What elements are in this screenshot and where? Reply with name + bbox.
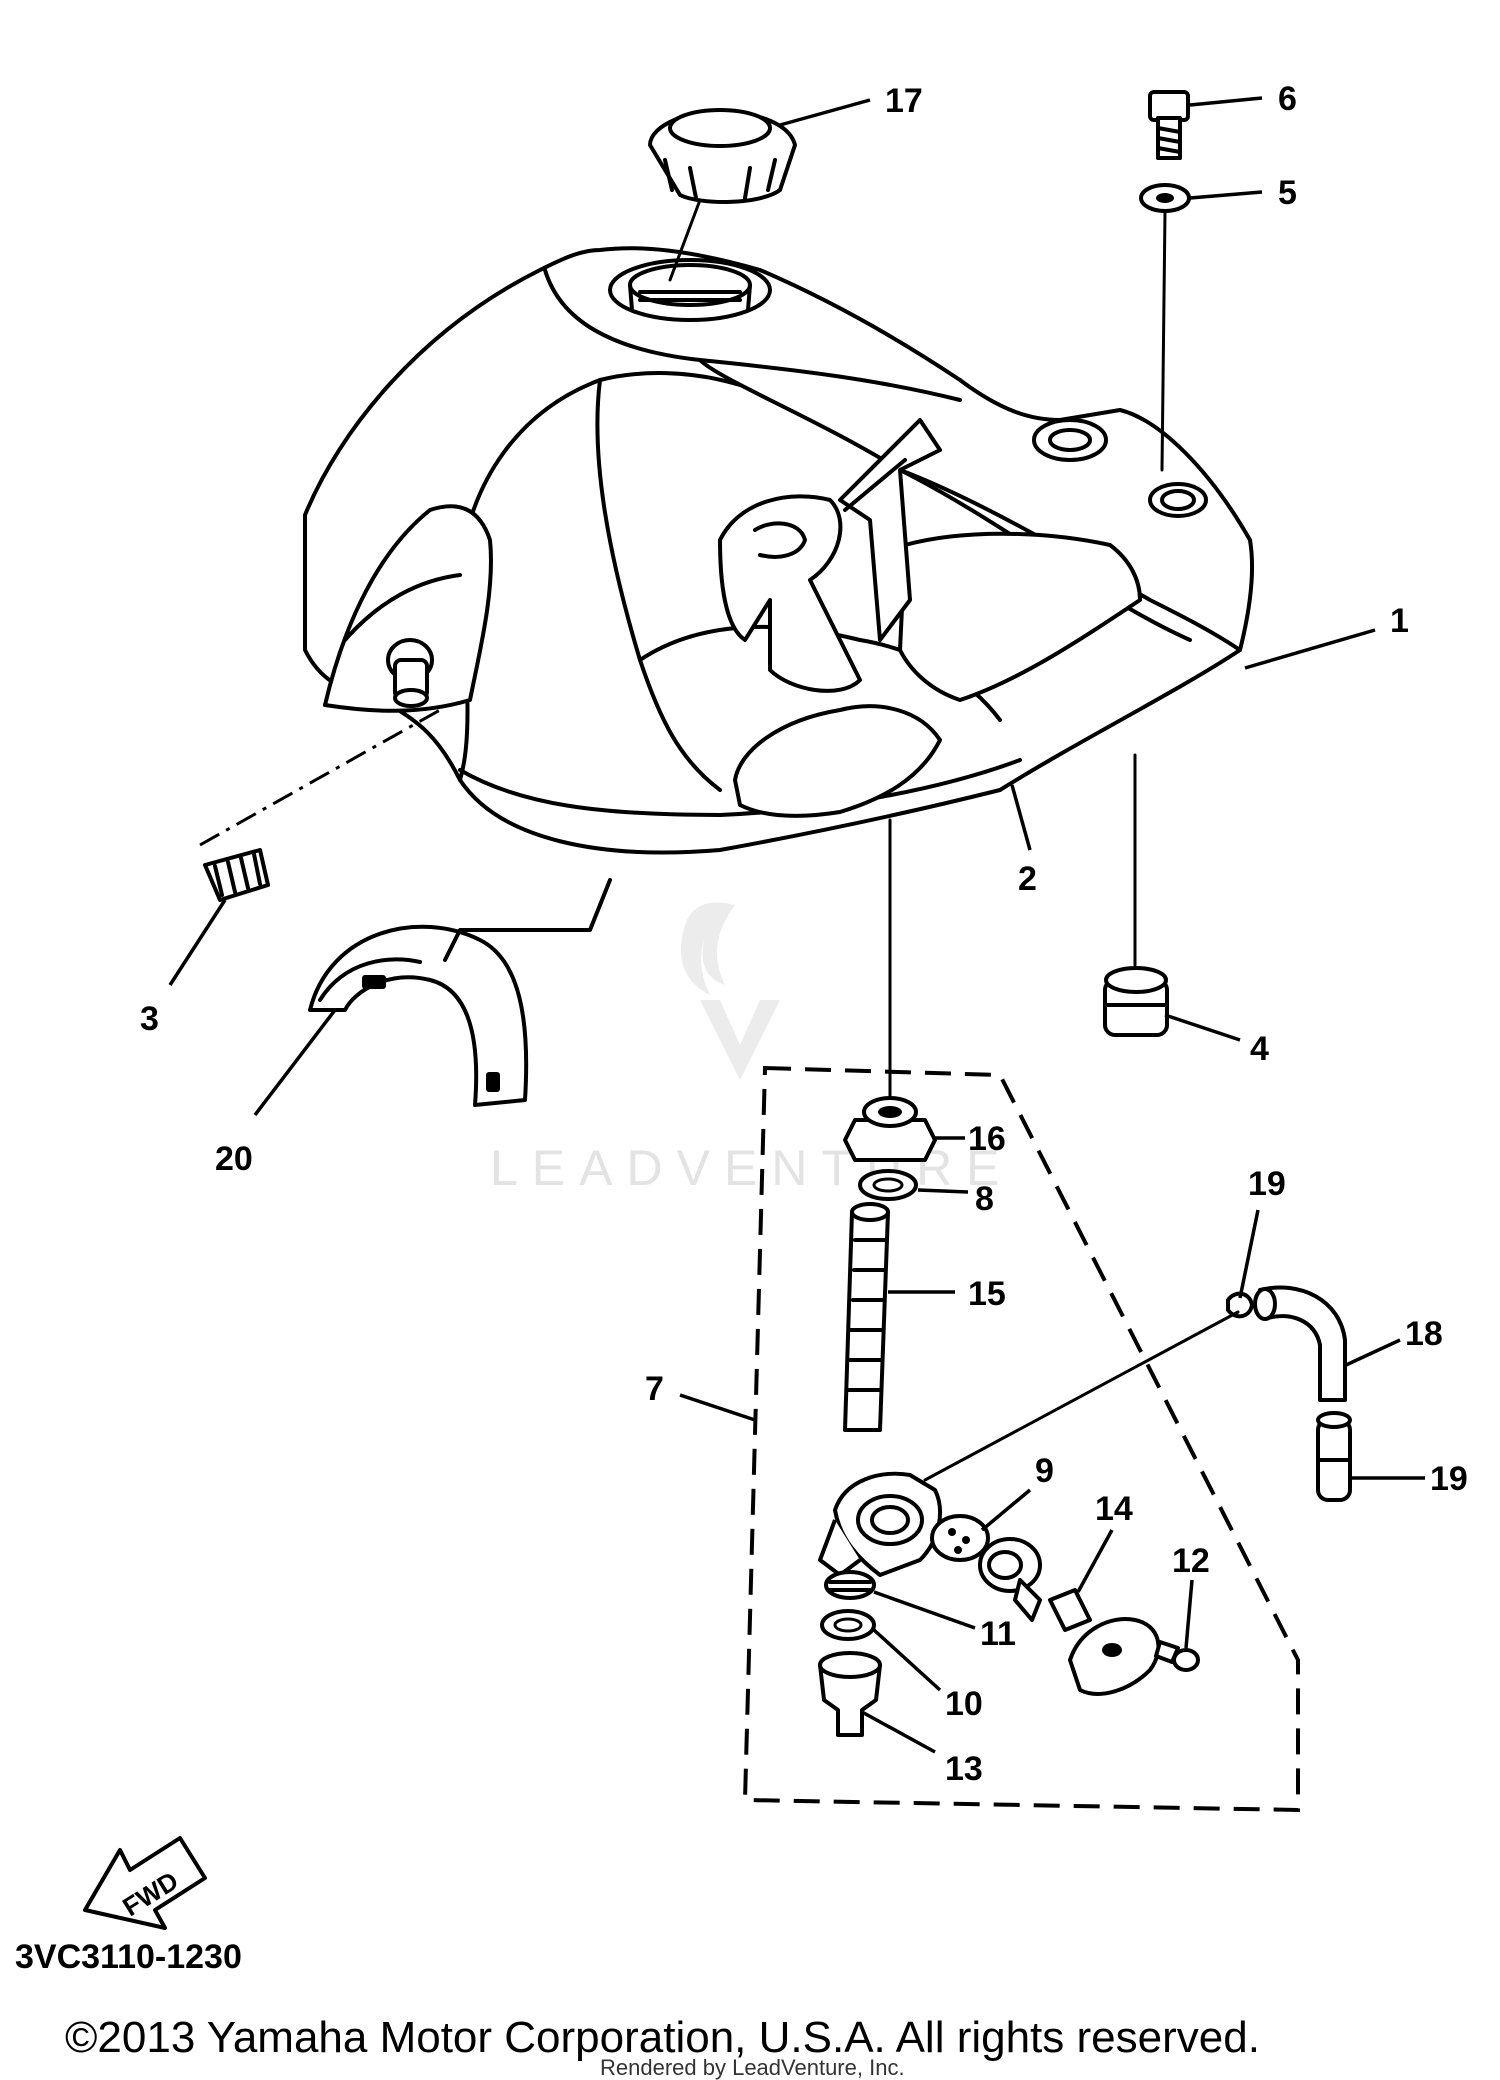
callout-18: 18 bbox=[1405, 1315, 1443, 1353]
callout-2: 2 bbox=[1018, 860, 1037, 898]
callout-4: 4 bbox=[1250, 1030, 1269, 1068]
o-ring-11 bbox=[824, 1570, 876, 1600]
copyright-notice: ©2013 Yamaha Motor Corporation, U.S.A. A… bbox=[65, 2013, 1260, 2062]
callout-6: 6 bbox=[1278, 80, 1297, 118]
gasket-10 bbox=[820, 1609, 876, 1641]
fuel-cock-assembly-boundary bbox=[742, 1065, 1300, 1813]
watermark: LEADVENTURE bbox=[490, 902, 1014, 1196]
bolt-leader-line bbox=[1160, 210, 1167, 472]
hose-leader-line bbox=[923, 1310, 1240, 1482]
callout-13: 13 bbox=[945, 1750, 983, 1788]
gasket-9 bbox=[930, 1514, 990, 1562]
spring-14 bbox=[1048, 1588, 1092, 1632]
callout-19-upper: 19 bbox=[1248, 1165, 1286, 1203]
callout-19-lower: 19 bbox=[1430, 1460, 1468, 1498]
hose-18 bbox=[1253, 1285, 1347, 1402]
bolt-6 bbox=[1148, 90, 1190, 160]
nut-16 bbox=[843, 1096, 937, 1162]
cup-13 bbox=[818, 1651, 882, 1737]
callout-1: 1 bbox=[1390, 602, 1409, 640]
callout-8: 8 bbox=[975, 1180, 994, 1218]
grommet-3 bbox=[203, 848, 270, 902]
grommet-leader-line bbox=[199, 708, 441, 847]
drawing-code: 3VC3110-1230 bbox=[15, 1938, 242, 1976]
callout-11: 11 bbox=[980, 1615, 1016, 1653]
fuel-cap bbox=[648, 108, 797, 204]
cap-leader-line bbox=[668, 198, 702, 282]
callout-17: 17 bbox=[885, 82, 923, 120]
strainer-pipe-15 bbox=[843, 1202, 890, 1432]
callout-7: 7 bbox=[645, 1370, 664, 1408]
clip-19-lower bbox=[1316, 1411, 1352, 1502]
washer-8 bbox=[858, 1169, 918, 1201]
rt-emblem: RT bbox=[718, 418, 942, 693]
screw-12 bbox=[1154, 1640, 1200, 1672]
cover-plate bbox=[1068, 1617, 1161, 1696]
callout-9: 9 bbox=[1035, 1452, 1054, 1490]
fwd-arrow: FWD bbox=[83, 1836, 207, 1930]
callout-16: 16 bbox=[968, 1120, 1006, 1158]
damper-4 bbox=[1103, 966, 1169, 1037]
rendered-by-notice: Rendered by LeadVenture, Inc. bbox=[600, 2055, 905, 2080]
washer-5 bbox=[1139, 183, 1191, 213]
callout-14: 14 bbox=[1095, 1490, 1133, 1528]
callout-3: 3 bbox=[140, 1000, 159, 1038]
fuel-cock-body bbox=[818, 1471, 942, 1577]
callouts: 17 6 5 1 2 3 4 20 16 8 15 19 18 bbox=[140, 80, 1468, 1788]
band-20 bbox=[308, 924, 529, 1107]
callout-20: 20 bbox=[215, 1140, 253, 1178]
callout-10: 10 bbox=[945, 1685, 983, 1723]
watermark-text: LEADVENTURE bbox=[490, 1140, 1014, 1196]
lever-valve bbox=[978, 1537, 1042, 1622]
callout-12: 12 bbox=[1172, 1542, 1210, 1580]
callout-15: 15 bbox=[968, 1275, 1006, 1313]
callout-5: 5 bbox=[1278, 174, 1297, 212]
band-leader-line bbox=[443, 878, 612, 962]
